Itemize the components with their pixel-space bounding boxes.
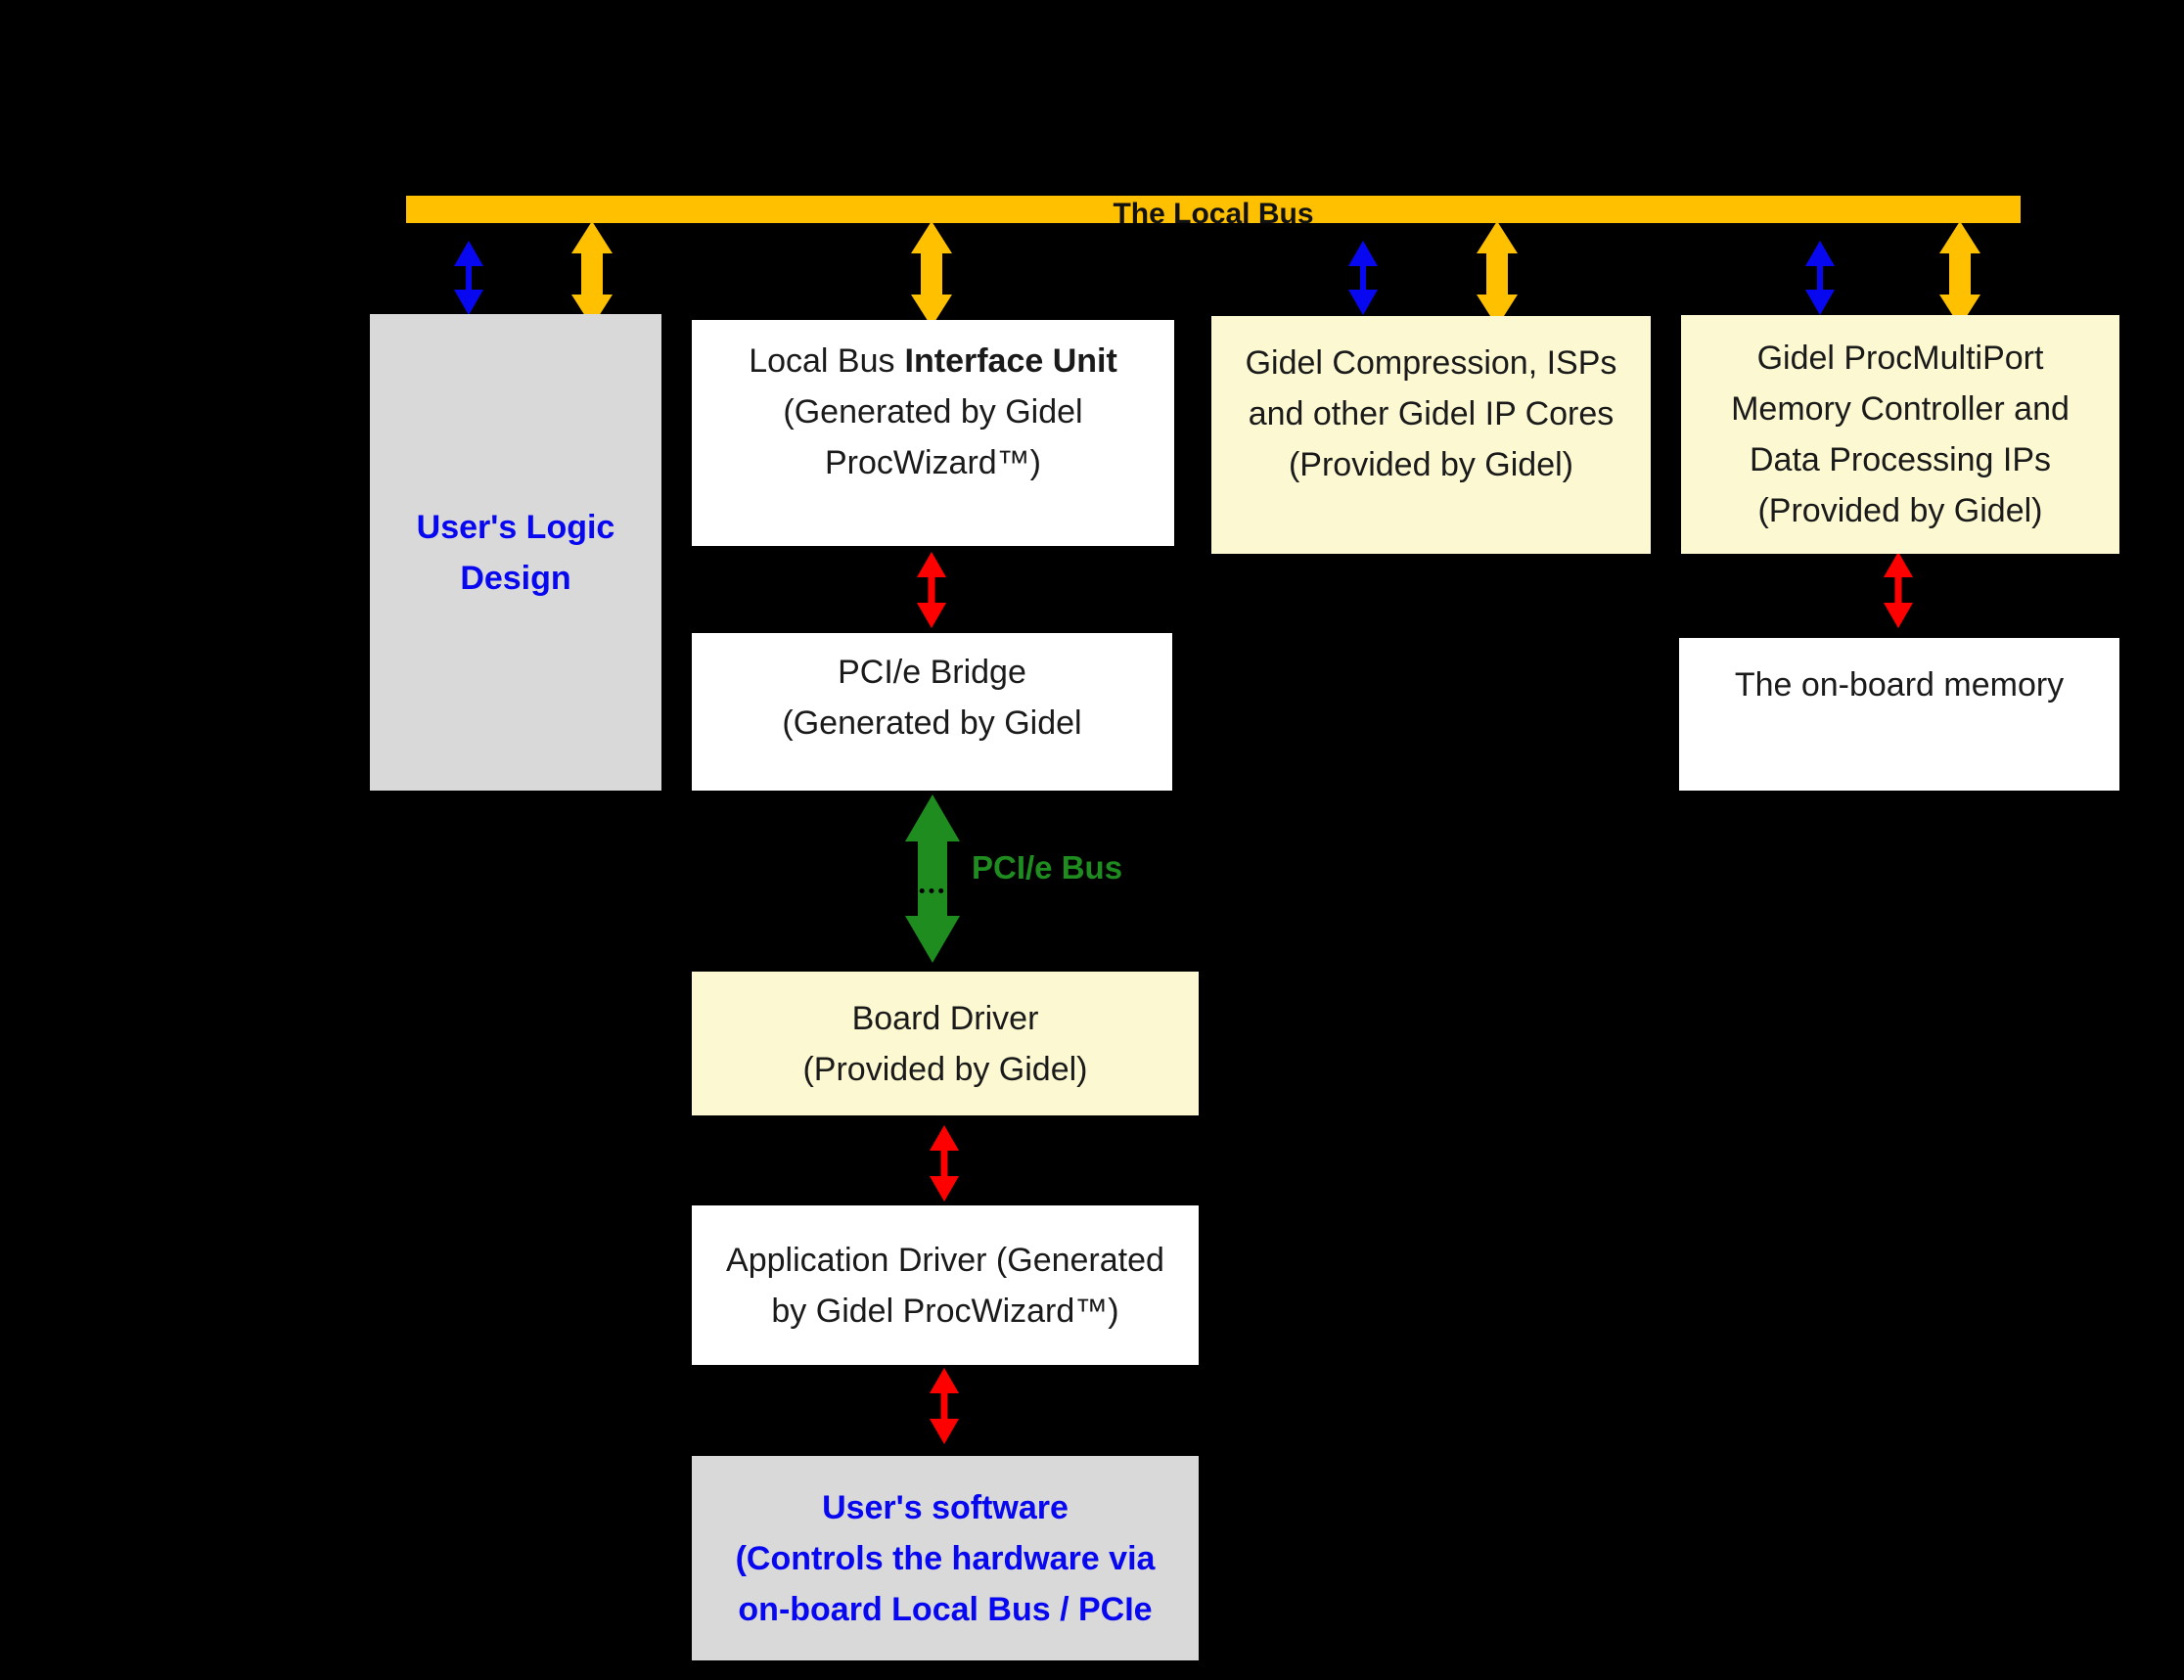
node-text-line: Board Driver [851,999,1039,1037]
arrow-local_bus-to-gidel_ip_cores-blue [1348,241,1378,315]
node-onboard-memory: The on-board memory [1679,638,2119,791]
double-arrow-shape [1884,552,1913,628]
arrow-local_bus-to-procmultiport-blue [1805,241,1835,315]
double-arrow-shape [930,1125,959,1202]
double-arrow-shape [1477,221,1518,327]
node-gidel-ip-cores: Gidel Compression, ISPs and other Gidel … [1211,316,1651,554]
node-application-driver: Application Driver (Generated by Gidel P… [692,1205,1199,1365]
hw-sw-boundary-dotted-line [910,888,953,893]
node-procmultiport: Gidel ProcMultiPort Memory Controller an… [1681,315,2119,554]
node-text-line: (Provided by Gidel) [1757,492,2043,529]
node-text-line: (Generated by Gidel [782,704,1082,742]
node-text-line: (Controls the hardware via [735,1539,1156,1577]
node-text-line: Data Processing IPs [1749,441,2052,478]
node-text-line: User's Logic [416,508,615,546]
node-text-line: and other Gidel IP Cores [1248,395,1615,432]
arrow-local_bus-to-gidel_ip_cores-gold [1477,221,1518,327]
arrow-app_driver-to-user_software-red [930,1368,959,1444]
node-text-line: (Provided by Gidel) [802,1050,1088,1088]
local-bus-label: The Local Bus [1113,198,1314,230]
node-text-segment-bold: Interface Unit [904,342,1117,380]
node-text-line: User's software [822,1488,1069,1526]
double-arrow-shape [1348,241,1378,315]
arrow-local_bus-to-local_bus_interface_unit-gold [911,221,952,327]
node-text-line: Gidel Compression, ISPs [1245,344,1617,382]
arrow-pcie_bridge-to-board_driver-green [905,795,960,963]
node-text-line: (Generated by Gidel [783,393,1083,431]
arrow-board_driver-to-app_driver-red [930,1125,959,1202]
node-text-line: Memory Controller and [1731,390,2070,428]
node-pcie-bridge: PCI/e Bridge (Generated by Gidel [692,633,1172,791]
node-text-line: The on-board memory [1734,666,2065,704]
double-arrow-shape [1805,241,1835,315]
double-arrow-shape [1939,221,1980,327]
node-users-logic-design: User's Logic Design [370,314,661,791]
local-bus-bar [406,196,2021,223]
double-arrow-shape [571,221,613,327]
double-arrow-shape [454,241,483,315]
double-arrow-shape [911,221,952,327]
arrow-local_bus-to-user_logic-gold [571,221,613,327]
node-users-software: User's software (Controls the hardware v… [692,1456,1199,1660]
double-arrow-shape [930,1368,959,1444]
node-text-segment: Local Bus [749,342,895,380]
node-text-line: ProcWizard™) [824,444,1042,481]
node-text-line: Application Driver (Generated [726,1241,1164,1279]
double-arrow-shape [905,795,960,963]
node-text-line: on-board Local Bus / PCIe [738,1590,1153,1628]
node-text-line: by Gidel ProcWizard™) [771,1292,1119,1330]
node-text-line: Design [460,559,571,597]
arrow-local_bus-to-procmultiport-gold [1939,221,1980,327]
node-text-line: (Provided by Gidel) [1288,446,1573,483]
arrow-local_bus-to-user_logic-blue [454,241,483,315]
node-board-driver: Board Driver (Provided by Gidel) [692,972,1199,1115]
node-text-line: PCI/e Bridge [838,654,1026,691]
arrow-local_bus_interface_unit-to-pcie_bridge-red [917,552,946,628]
double-arrow-shape [917,552,946,628]
node-text-line: Gidel ProcMultiPort [1756,340,2044,377]
arrow-procmultiport-to-onboard_memory-red [1884,552,1913,628]
pcie-bus-label: PCI/e Bus [972,849,1123,885]
